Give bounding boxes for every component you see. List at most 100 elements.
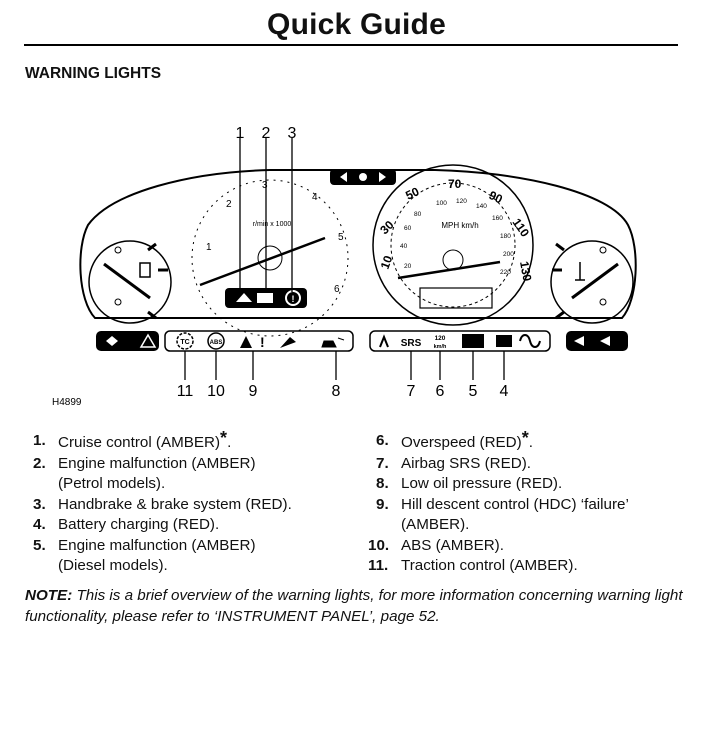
legend-item: 6. Overspeed (RED)*. (368, 428, 688, 454)
legend-item: 11. Traction control (AMBER). (368, 556, 688, 577)
legend-item: 5. Engine malfunction (AMBER) (Diesel mo… (25, 536, 345, 577)
abs-label: ABS (210, 340, 223, 346)
legend-number: 2. (33, 454, 46, 472)
instrument-panel-diagram: r/min x 1000 1 2 3 4 5 6 ! MPH km/h 10 3… (52, 125, 637, 408)
page-title: Quick Guide (267, 8, 446, 41)
traction-control-label: TC (180, 339, 189, 346)
svg-text:!: ! (260, 334, 265, 350)
legend-item: 10. ABS (AMBER). (368, 536, 688, 557)
callout-number: 3 (288, 125, 297, 142)
engine-malfunction-diesel-icon (462, 334, 484, 348)
indicator-lamp-panel (330, 169, 396, 185)
legend-text: ABS (AMBER). (401, 536, 504, 554)
legend-number: 7. (376, 454, 389, 472)
callout-number: 1 (236, 125, 245, 142)
kmh-tick: 60 (404, 225, 412, 232)
callout-number: 10 (207, 383, 225, 400)
title-rule (24, 44, 678, 46)
kmh-tick: 220 (500, 269, 511, 276)
overspeed-unit: km/h (434, 344, 447, 350)
oil-pressure-icon (321, 337, 345, 348)
legend-item: 8. Low oil pressure (RED). (368, 474, 688, 495)
temperature-gauge (550, 240, 634, 324)
cruise-control-icon (236, 293, 252, 302)
headlight-icon (359, 173, 367, 181)
cluster-outline (79, 169, 637, 319)
tacho-label: r/min x 1000 (253, 221, 292, 228)
tacho-tick: 2 (226, 199, 232, 210)
legend-text: Hill descent control (HDC) ‘failure’ (401, 495, 629, 513)
note-paragraph: NOTE: This is a brief overview of the wa… (25, 586, 690, 627)
legend-tail: . (528, 434, 533, 451)
asterisk: * (521, 428, 529, 448)
mph-tick: 50 (403, 184, 421, 202)
tacho-tick: 5 (338, 232, 344, 243)
speedo-unit: MPH km/h (441, 221, 478, 230)
legend-item: 9. Hill descent control (HDC) ‘failure’ … (368, 495, 688, 536)
legend-number: 9. (376, 495, 389, 513)
legend-text: Engine malfunction (AMBER) (58, 454, 256, 472)
legend-text: Engine malfunction (AMBER) (58, 536, 256, 554)
overspeed-label: 120 (435, 335, 446, 342)
kmh-tick: 40 (400, 243, 408, 250)
fuel-gauge (88, 240, 172, 324)
tacho-tick: 1 (206, 242, 212, 253)
kmh-tick: 200 (503, 251, 514, 258)
legend-text-continued: (Diesel models). (58, 557, 168, 574)
legend-text: Traction control (AMBER). (401, 557, 578, 574)
tacho-tick: 6 (334, 284, 340, 295)
kmh-tick: 20 (404, 263, 412, 270)
note-label: NOTE: (25, 587, 73, 604)
callout-number: 8 (332, 383, 341, 400)
kmh-tick: 180 (500, 233, 511, 240)
traction-control-icon (176, 332, 194, 350)
abs-icon (207, 332, 225, 350)
kmh-tick: 140 (476, 203, 487, 210)
svg-text:!: ! (292, 294, 295, 304)
callout-lines (184, 138, 505, 380)
legend-text: Overspeed (RED) (401, 434, 522, 451)
note-text: This is a brief overview of the warning … (25, 587, 683, 625)
tachometer: r/min x 1000 1 2 3 4 5 6 ! (191, 179, 349, 337)
section-heading: WARNING LIGHTS (25, 65, 162, 82)
legend-text: Airbag SRS (RED). (401, 454, 531, 472)
mph-tick: 130 (517, 260, 534, 282)
battery-icon (496, 335, 512, 347)
legend-text: Battery charging (RED). (58, 516, 220, 533)
legend-right: 6. Overspeed (RED)*. 7. Airbag SRS (RED)… (368, 428, 688, 577)
mph-tick: 30 (377, 218, 397, 238)
mph-tick: 90 (487, 188, 505, 206)
legend-item: 1. Cruise control (AMBER)*. (25, 428, 345, 454)
odometer-display (419, 287, 493, 309)
mph-tick: 10 (378, 253, 396, 271)
kmh-tick: 120 (456, 198, 467, 205)
asterisk: * (220, 428, 228, 448)
callout-number: 6 (436, 383, 445, 400)
figure-id: H4899 (52, 397, 82, 408)
callout-number: 7 (407, 383, 416, 400)
legend-number: 5. (33, 536, 46, 554)
legend-item: 3. Handbrake & brake system (RED). (25, 495, 345, 516)
speedometer: MPH km/h 10 30 50 70 90 110 130 20 40 60… (372, 164, 534, 326)
engine-malfunction-icon (257, 293, 273, 303)
warning-lamp-strip: TC ABS ! SRS 120 km/h (96, 330, 628, 352)
legend-text: Handbrake & brake system (RED). (58, 495, 292, 513)
legend-tail: . (227, 434, 232, 451)
legend-number: 3. (33, 495, 46, 513)
legend-left: 1. Cruise control (AMBER)*. 2. Engine ma… (25, 428, 345, 577)
legend-text: Cruise control (AMBER) (58, 434, 221, 451)
kmh-tick: 100 (436, 200, 447, 207)
brake-warning-icon: ! (285, 290, 301, 306)
legend-text-continued: (Petrol models). (58, 475, 166, 492)
callout-number: 2 (262, 125, 271, 142)
srs-label: SRS (401, 338, 422, 349)
legend-item: 4. Battery charging (RED). (25, 515, 345, 536)
legend-text: Low oil pressure (RED). (401, 475, 563, 492)
kmh-tick: 160 (492, 215, 503, 222)
legend-number: 1. (33, 432, 46, 449)
legend-number: 4. (33, 516, 46, 533)
legend-text-continued: (AMBER). (401, 516, 470, 533)
legend-number: 6. (376, 432, 389, 449)
tacho-tick: 4 (312, 192, 318, 203)
callout-number: 9 (249, 383, 258, 400)
